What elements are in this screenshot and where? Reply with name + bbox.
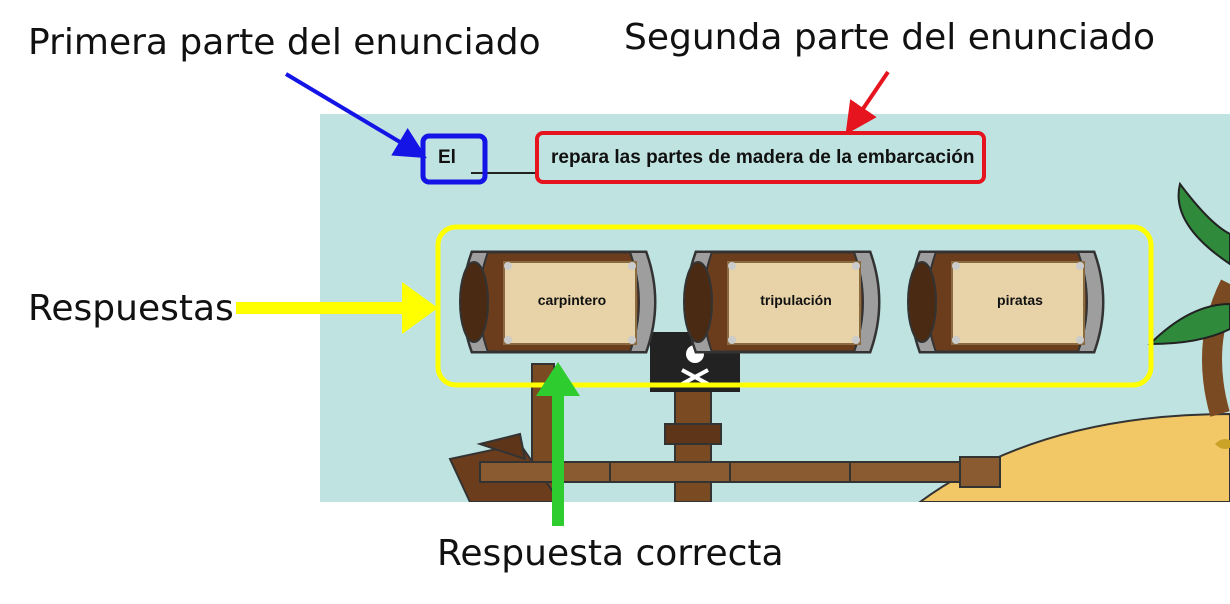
game-scene: El repara las partes de madera de la emb… (320, 114, 1230, 502)
answer-label: tripulación (760, 292, 832, 308)
first-part-callout: Primera parte del enunciado (28, 22, 541, 63)
question-first-part: El (438, 147, 456, 168)
answers-callout: Respuestas (28, 288, 234, 329)
correct-answer-callout: Respuesta correcta (437, 533, 784, 574)
answer-barrel-piratas[interactable]: piratas (900, 244, 1114, 360)
answer-blank (471, 172, 537, 174)
answer-label: carpintero (537, 292, 607, 308)
answer-barrel-carpintero[interactable]: carpintero (452, 244, 666, 360)
question-second-part: repara las partes de madera de la embarc… (551, 147, 975, 168)
second-part-callout: Segunda parte del enunciado (624, 17, 1156, 58)
answer-label: piratas (997, 292, 1043, 308)
answer-barrel-tripulacion[interactable]: tripulación (676, 244, 890, 360)
